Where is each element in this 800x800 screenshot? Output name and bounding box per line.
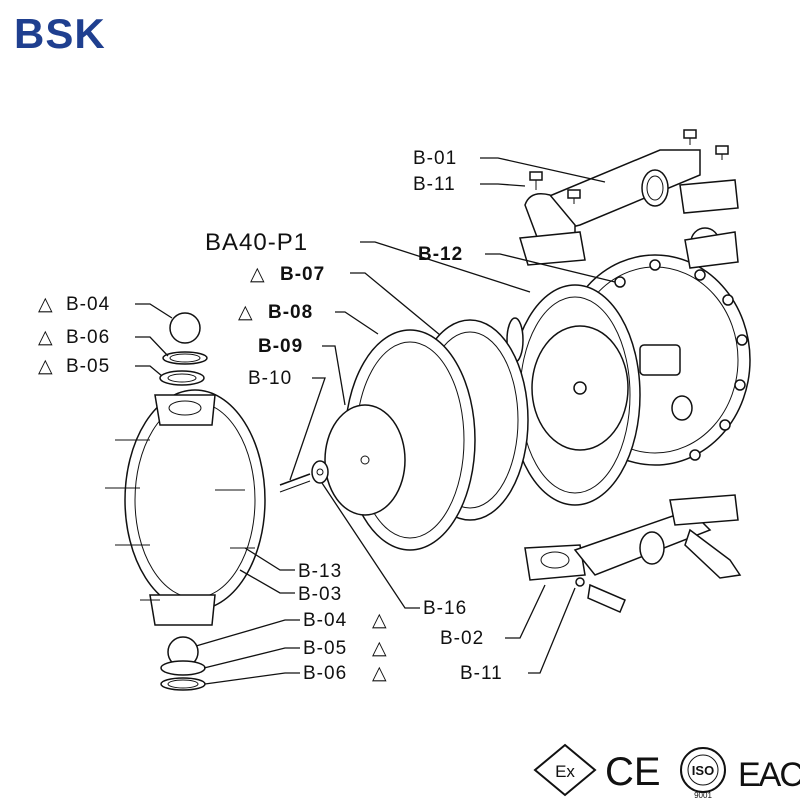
disc-b09 xyxy=(324,404,406,516)
atex-ex-mark: Ex xyxy=(533,743,597,797)
label-b06-bottom: B-06 xyxy=(303,663,347,684)
bsk-logo: BSK xyxy=(14,10,106,58)
triangle-b05-left: △ xyxy=(38,356,54,377)
label-b16: B-16 xyxy=(423,598,467,619)
triangle-b06-left: △ xyxy=(38,327,54,348)
label-b12: B-12 xyxy=(418,244,463,265)
body-bolts xyxy=(614,259,748,461)
iso-text: ISO xyxy=(692,763,714,778)
label-b08: B-08 xyxy=(268,302,313,323)
bottom-ball-seat xyxy=(160,636,206,691)
shaft-bolt-b10 xyxy=(279,460,329,493)
leader-lines xyxy=(135,157,616,685)
top-ball-seat xyxy=(159,312,208,386)
label-b03: B-03 xyxy=(298,584,342,605)
label-b11-bottom: B-11 xyxy=(460,663,503,684)
triangle-b04-left: △ xyxy=(38,294,54,315)
part-labels: B-01 B-11 B-12 BA40-P1 △ B-07 △ B-08 B-0… xyxy=(38,148,503,684)
label-b13: B-13 xyxy=(298,561,342,582)
ex-text: Ex xyxy=(555,762,575,781)
label-b02: B-02 xyxy=(440,628,484,649)
label-b05-left: B-05 xyxy=(66,356,110,377)
label-b04-bottom: B-04 xyxy=(303,610,347,631)
label-b07: B-07 xyxy=(280,264,325,285)
label-b04-left: B-04 xyxy=(66,294,110,315)
label-b10: B-10 xyxy=(248,368,292,389)
iso-mark: ISO 9001 xyxy=(680,747,726,800)
label-b11-top: B-11 xyxy=(413,174,456,195)
triangle-b07: △ xyxy=(250,264,266,285)
label-b01: B-01 xyxy=(413,148,457,169)
triangle-b08: △ xyxy=(238,302,254,323)
top-manifold xyxy=(519,129,739,266)
eac-mark: EAC xyxy=(738,756,800,794)
triangle-b05-bottom: △ xyxy=(372,638,388,659)
right-housing xyxy=(506,284,641,506)
triangle-b04-bottom: △ xyxy=(372,610,388,631)
certification-marks: Ex CE ISO 9001 EAC xyxy=(533,743,800,800)
label-ba40: BA40-P1 xyxy=(205,229,308,256)
left-housing-b03 xyxy=(105,389,266,626)
label-b06-left: B-06 xyxy=(66,327,110,348)
brand-name: BSK xyxy=(14,10,106,57)
left-housing-bolts xyxy=(105,439,255,601)
ce-mark: CE xyxy=(605,750,661,794)
bottom-manifold xyxy=(524,494,742,613)
triangle-b06-bottom: △ xyxy=(372,663,388,684)
label-b05-bottom: B-05 xyxy=(303,638,347,659)
label-b09: B-09 xyxy=(258,336,303,357)
iso-number: 9001 xyxy=(694,791,712,800)
